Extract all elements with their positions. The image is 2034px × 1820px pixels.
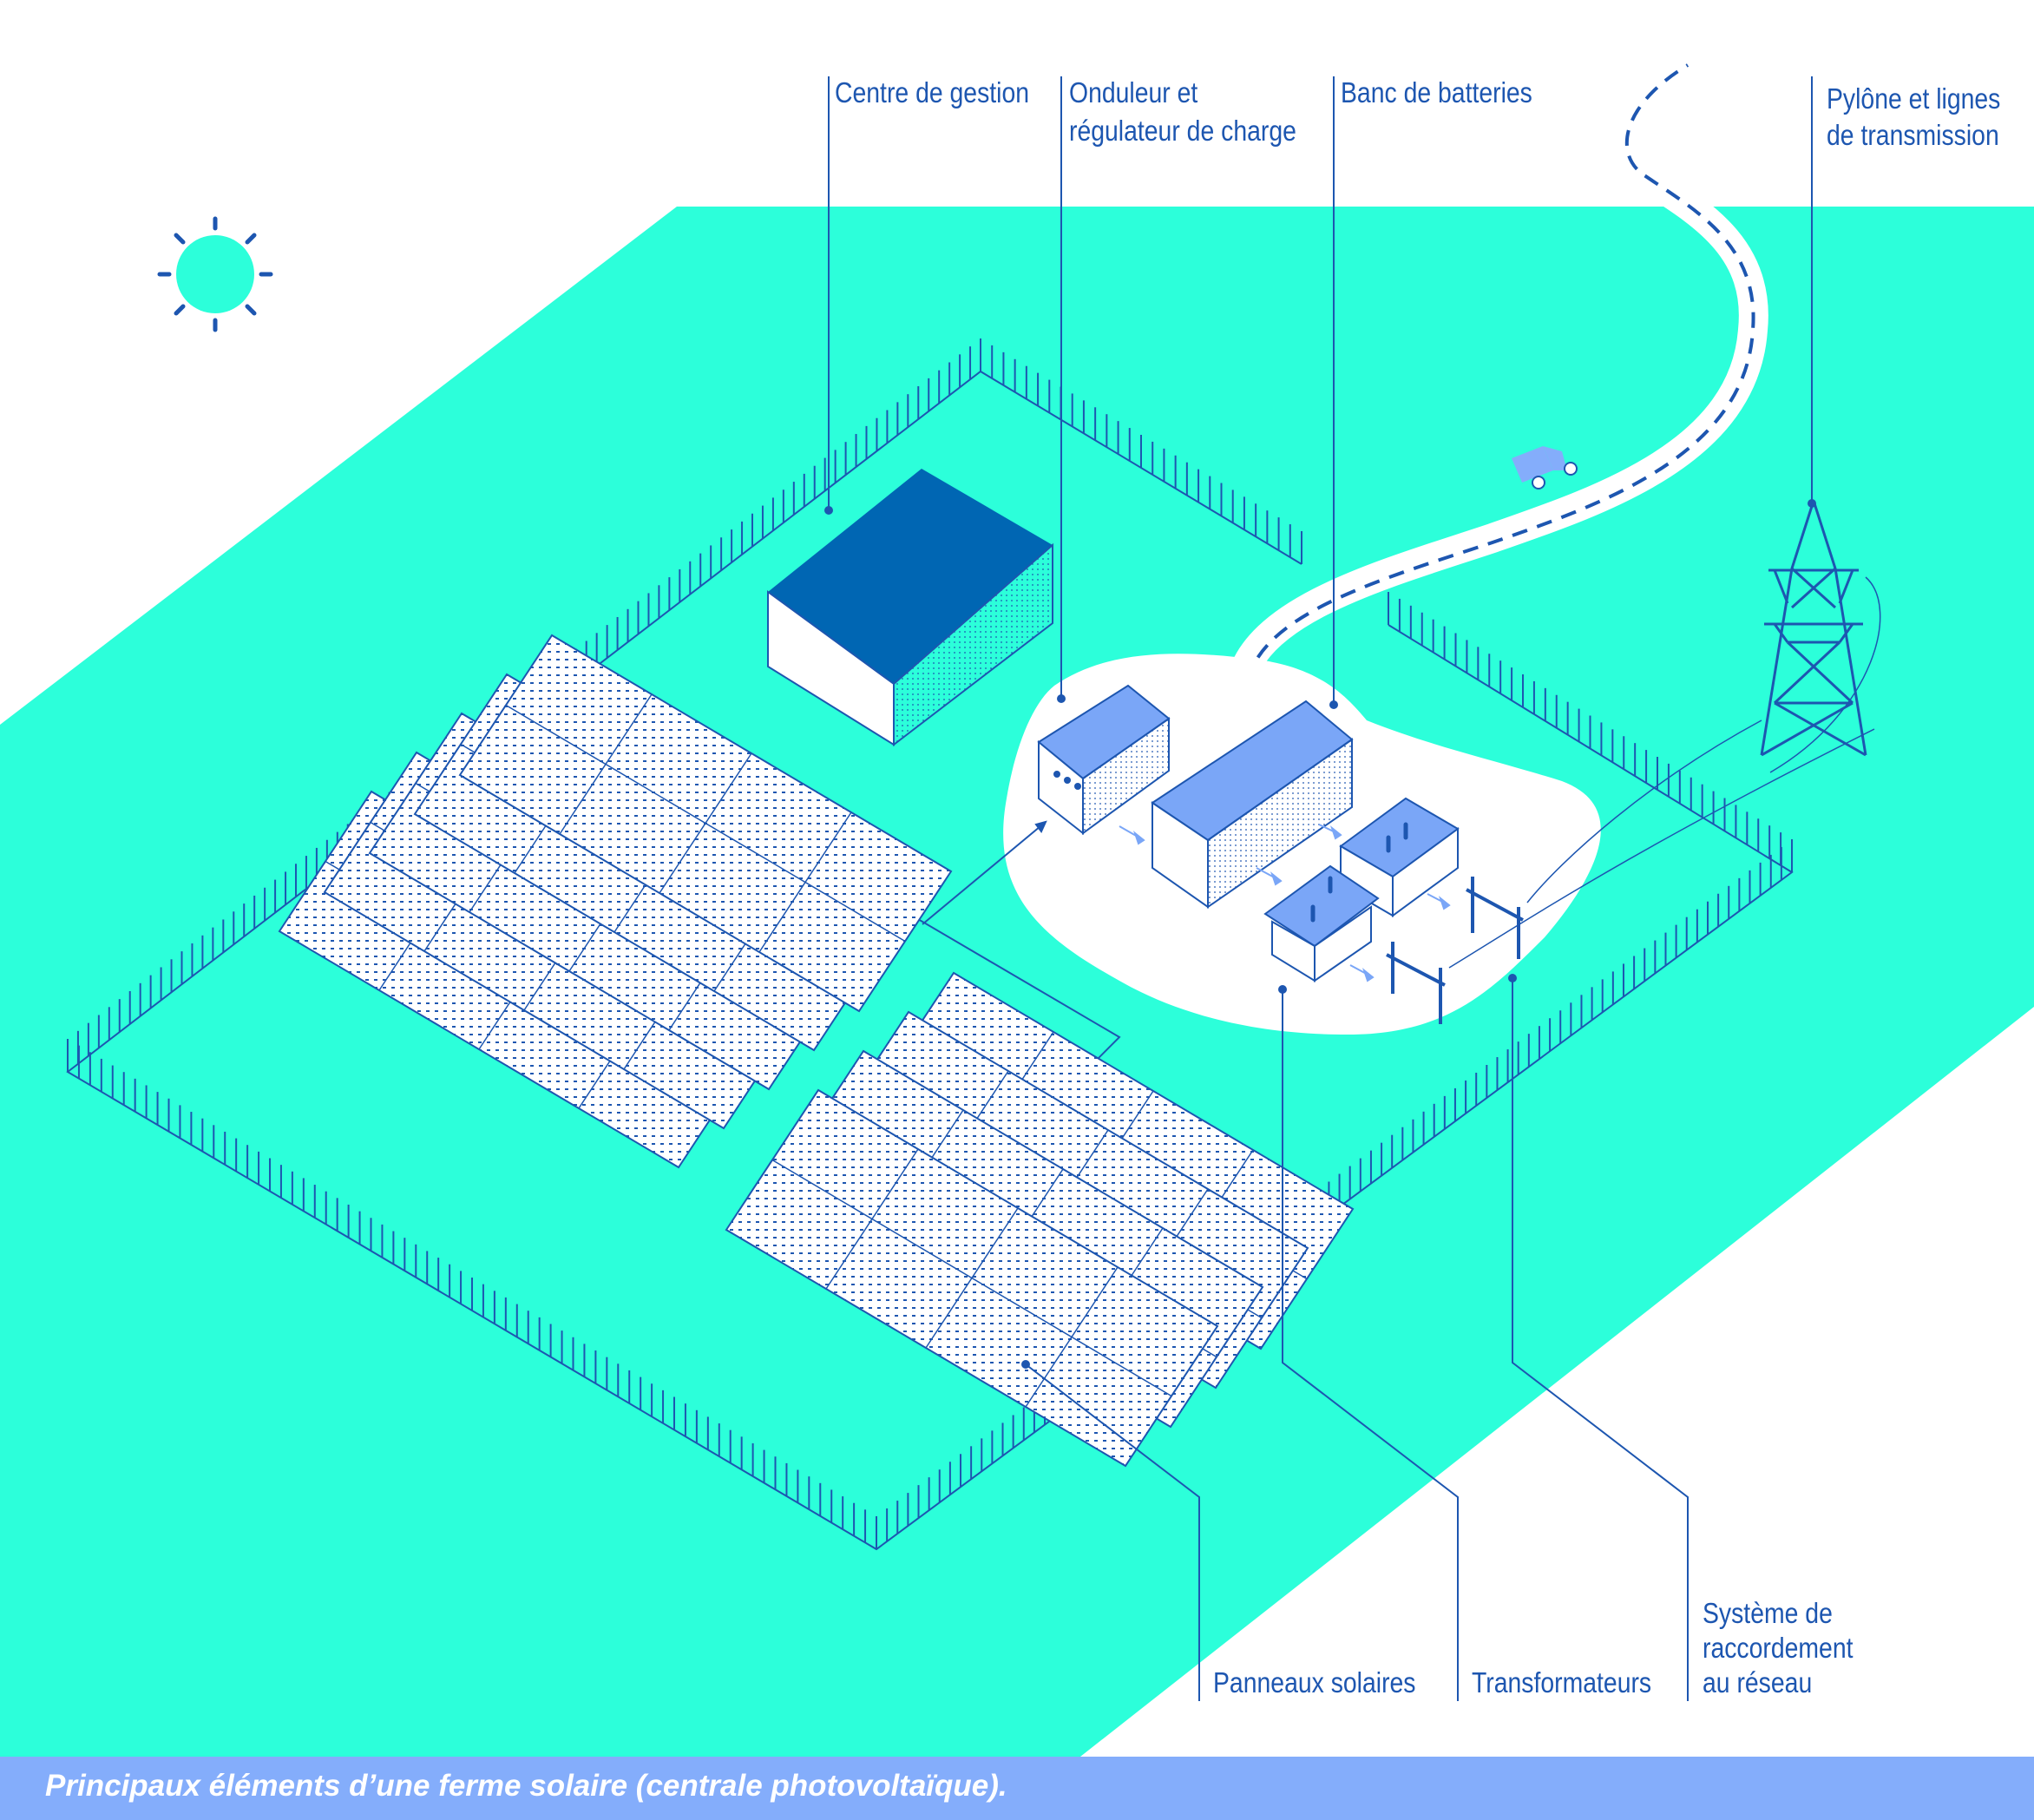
leader-lines — [828, 76, 1813, 1701]
label-pylone-1: Pylône et lignes — [1827, 82, 2001, 115]
sun-icon — [157, 216, 273, 332]
label-centre-gestion: Centre de gestion — [835, 76, 1030, 108]
label-onduleur-1: Onduleur et — [1069, 76, 1198, 108]
caption: Principaux éléments d’une ferme solaire … — [45, 1769, 1007, 1803]
label-banc-batteries: Banc de batteries — [1341, 76, 1532, 108]
truck-icon — [1512, 446, 1578, 489]
access-road — [1226, 63, 1768, 696]
label-transformateurs: Transformateurs — [1472, 1666, 1652, 1698]
label-pylone-2: de transmission — [1827, 119, 1999, 151]
grid-connection — [1386, 719, 1875, 1024]
management-building — [767, 469, 1053, 747]
inverter-unit — [1037, 684, 1171, 836]
transformer-2 — [1263, 864, 1380, 982]
solar-panel-field — [278, 634, 1355, 1468]
label-panneaux: Panneaux solaires — [1213, 1666, 1416, 1698]
pylon-icon — [1760, 500, 1881, 773]
fence — [66, 338, 1794, 1551]
label-raccordement-1: Système de — [1703, 1597, 1833, 1629]
transformer-1 — [1339, 797, 1460, 917]
ground — [0, 207, 2034, 1757]
label-raccordement-2: raccordement — [1703, 1632, 1854, 1664]
leader-dots — [824, 499, 1816, 1369]
label-raccordement-3: au réseau — [1703, 1666, 1813, 1698]
battery-bank — [1151, 700, 1354, 909]
label-onduleur-2: régulateur de charge — [1069, 115, 1296, 147]
flow-arrows — [1119, 824, 1451, 982]
caption-bar: Principaux éléments d’une ferme solaire … — [0, 1757, 2034, 1820]
solar-panel-row — [725, 1088, 1219, 1468]
solar-panel-row — [458, 634, 953, 1013]
